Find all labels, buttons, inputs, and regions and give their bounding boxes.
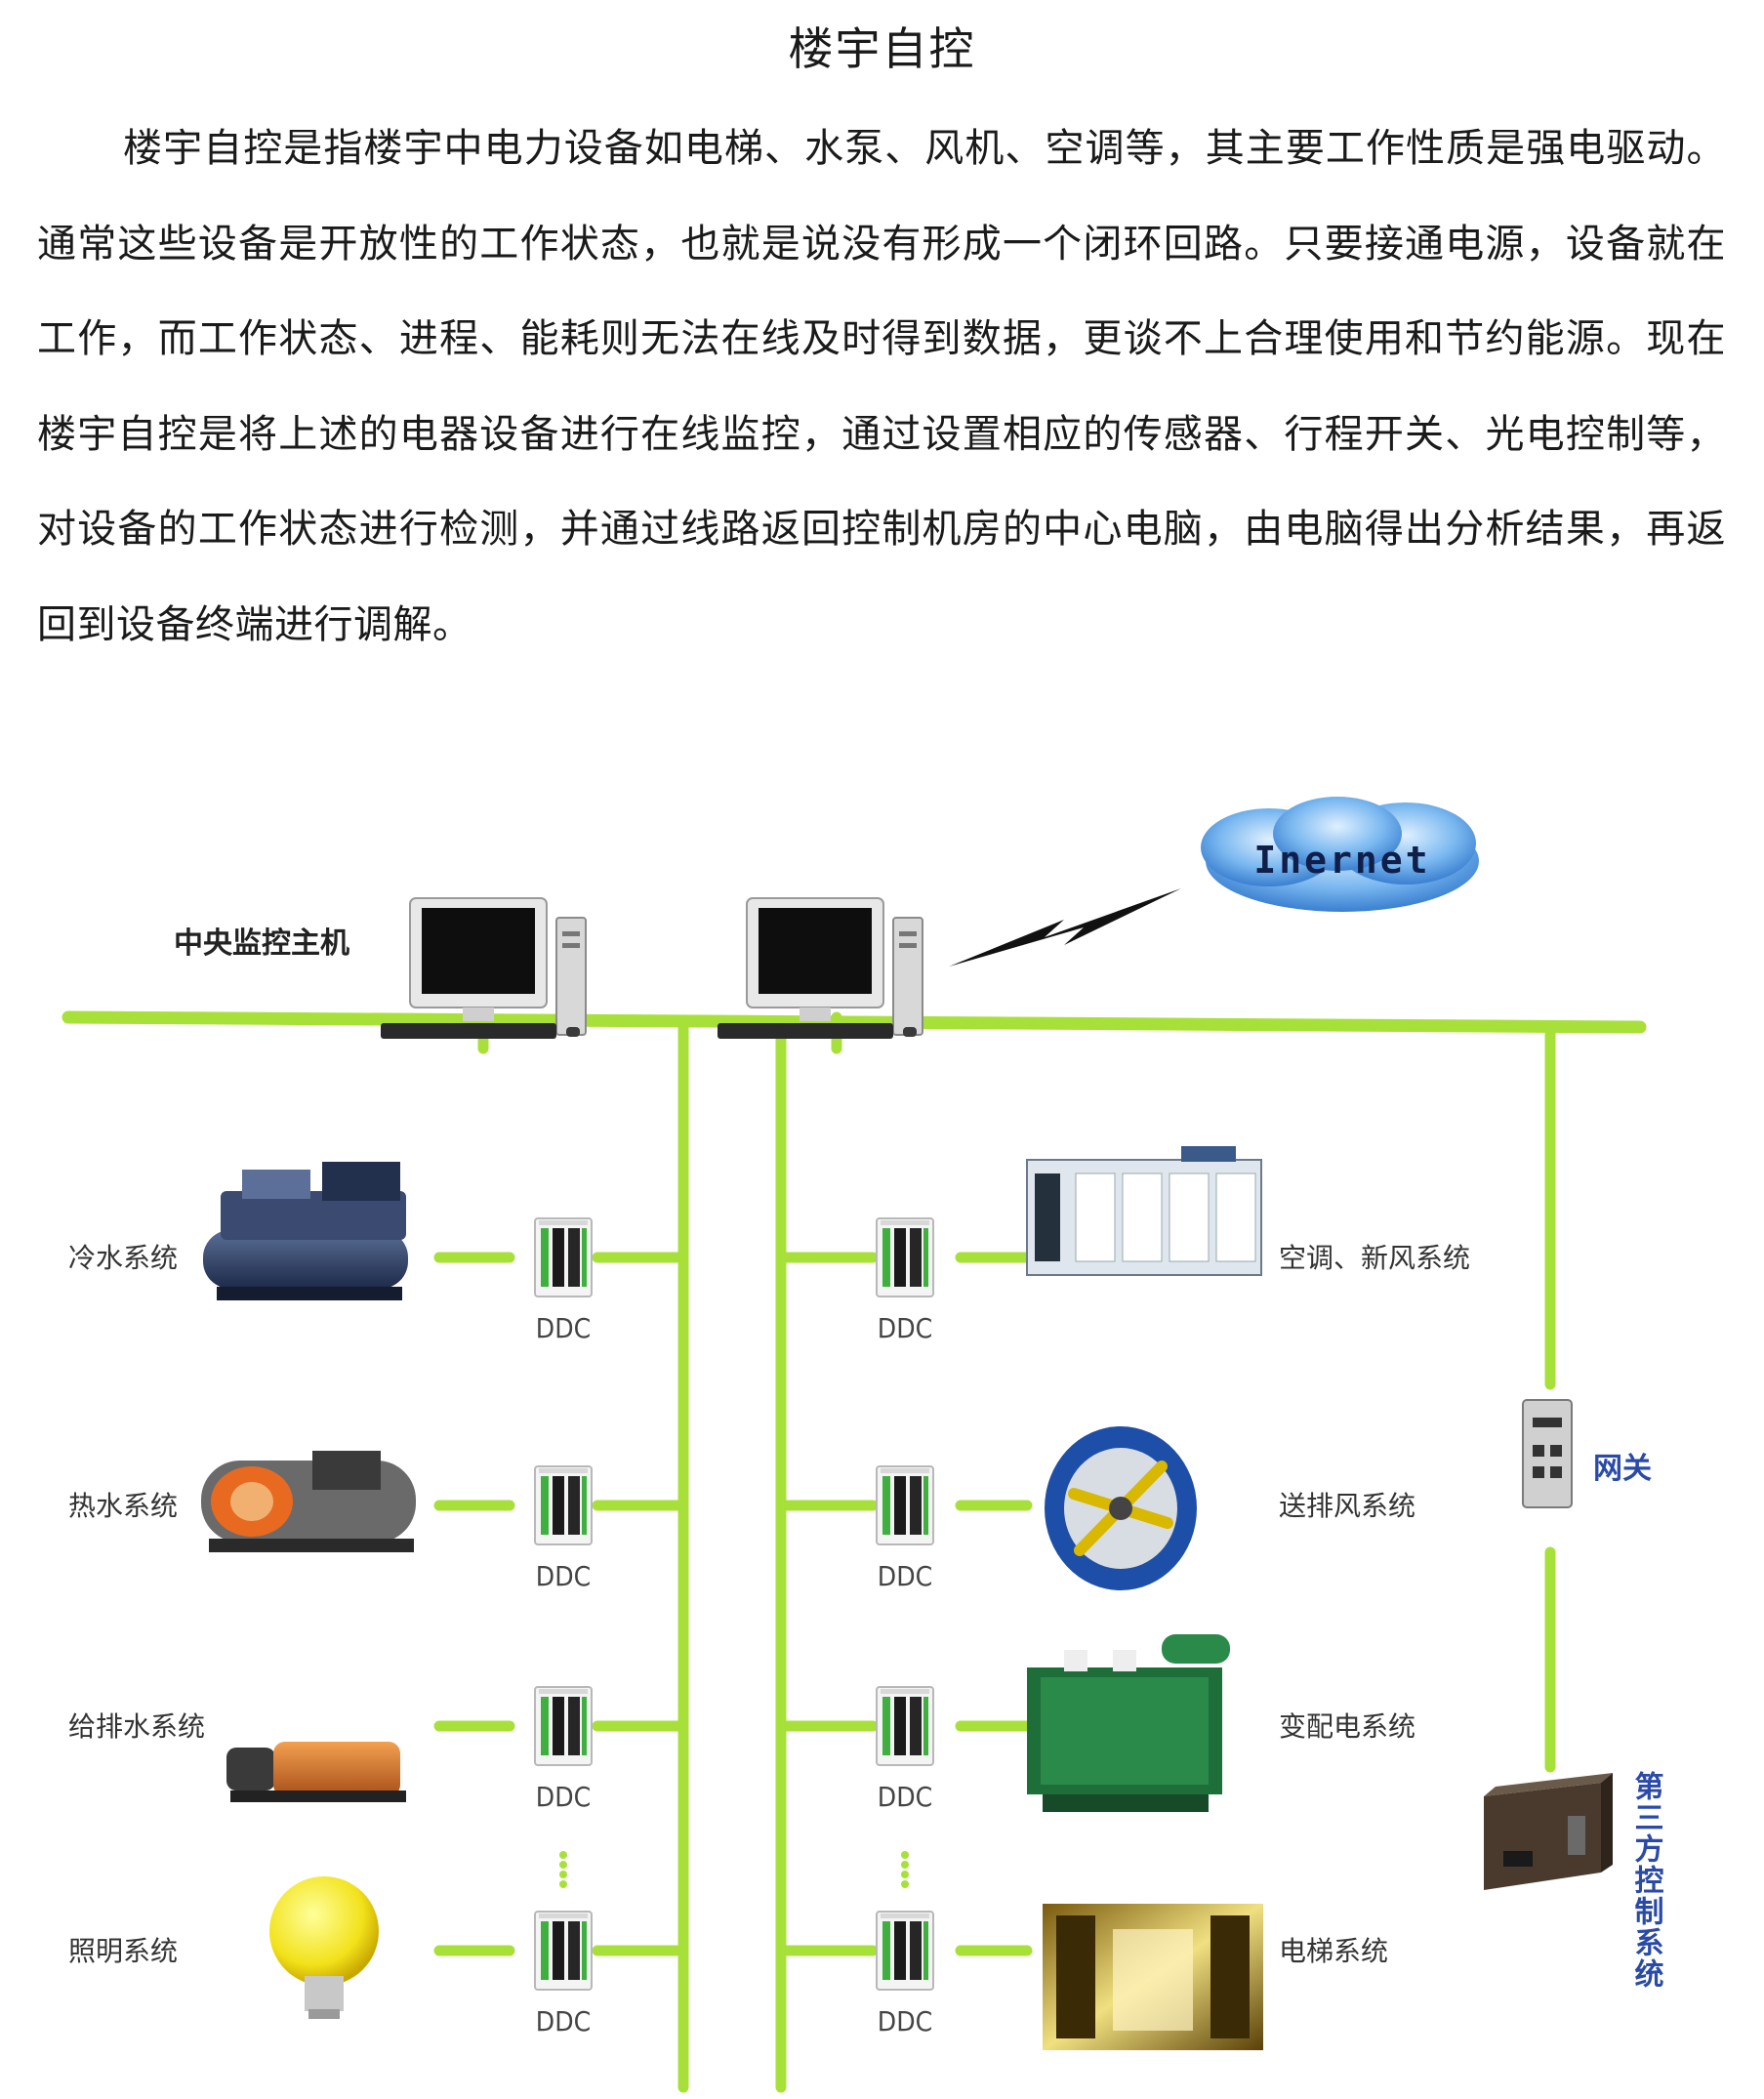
gateway-device-icon (1522, 1399, 1573, 1508)
continuation-dot-1-0 (901, 1880, 909, 1888)
continuation-dot-0-1 (559, 1871, 567, 1878)
left-ddc-module-1 (534, 1465, 593, 1545)
right-ddc-label-3: DDC (878, 2005, 932, 2037)
host-label: 中央监控主机 (174, 926, 349, 961)
light-bulb-icon (269, 1876, 379, 2019)
chiller-icon (203, 1162, 408, 1300)
axial-fan-icon (1045, 1426, 1197, 1590)
continuation-dot-1-1 (901, 1871, 909, 1878)
left-ddc-label-2: DDC (536, 1781, 591, 1813)
right-ddc-label-2: DDC (878, 1781, 932, 1813)
internet-label: Inernet (1253, 839, 1430, 882)
right-system-label-1: 送排风系统 (1279, 1490, 1415, 1522)
bas-system-diagram: 中央监控主机 Inernet (62, 797, 1664, 2093)
left-ddc-label-1: DDC (536, 1560, 591, 1592)
continuation-dot-0-0 (559, 1880, 567, 1888)
third-party-controller-icon (1484, 1773, 1613, 1890)
continuation-dot-0-2 (559, 1861, 567, 1869)
right-ddc-label-1: DDC (878, 1560, 932, 1592)
main-bus-line (62, 1010, 1647, 1034)
right-system-label-2: 变配电系统 (1279, 1710, 1415, 1743)
left-ddc-module-0 (534, 1217, 593, 1297)
elevator-icon (1043, 1904, 1263, 2050)
left-ddc-module-3 (534, 1911, 593, 1991)
right-ddc-module-0 (876, 1217, 934, 1297)
network-bus (62, 1010, 1647, 2093)
gateway-label: 网关 (1593, 1452, 1652, 1486)
right-ddc-module-3 (876, 1911, 934, 1991)
left-system-label-2: 给排水系统 (68, 1710, 205, 1743)
continuation-dot-1-3 (901, 1851, 909, 1859)
water-pump-icon (226, 1742, 406, 1802)
air-handling-unit-icon (1026, 1146, 1262, 1276)
right-ddc-module-2 (876, 1686, 934, 1766)
left-system-label-3: 照明系统 (68, 1935, 178, 1967)
right-ddc-module-1 (876, 1465, 934, 1545)
body-paragraph: 楼宇自控是指楼宇中电力设备如电梯、水泵、风机、空调等，其主要工作性质是强电驱动。… (37, 126, 1726, 647)
left-ddc-label-3: DDC (536, 2005, 591, 2037)
internet-cloud-icon (1201, 797, 1479, 912)
continuation-dot-0-3 (559, 1851, 567, 1859)
left-ddc-module-2 (534, 1686, 593, 1766)
left-system-label-0: 冷水系统 (68, 1242, 178, 1274)
transformer-icon (1027, 1634, 1230, 1812)
left-system-label-1: 热水系统 (68, 1490, 178, 1522)
right-ddc-label-0: DDC (878, 1312, 932, 1344)
third-party-label: 第三方控制系统 (1629, 1770, 1664, 1990)
continuation-dot-1-2 (901, 1861, 909, 1869)
wireless-link-icon (949, 888, 1181, 967)
left-ddc-label-0: DDC (536, 1312, 591, 1344)
right-system-label-0: 空调、新风系统 (1279, 1242, 1470, 1274)
hot-water-boiler-icon (201, 1451, 416, 1552)
right-system-label-3: 电梯系统 (1279, 1935, 1388, 1967)
page-title: 楼宇自控 (788, 22, 976, 75)
